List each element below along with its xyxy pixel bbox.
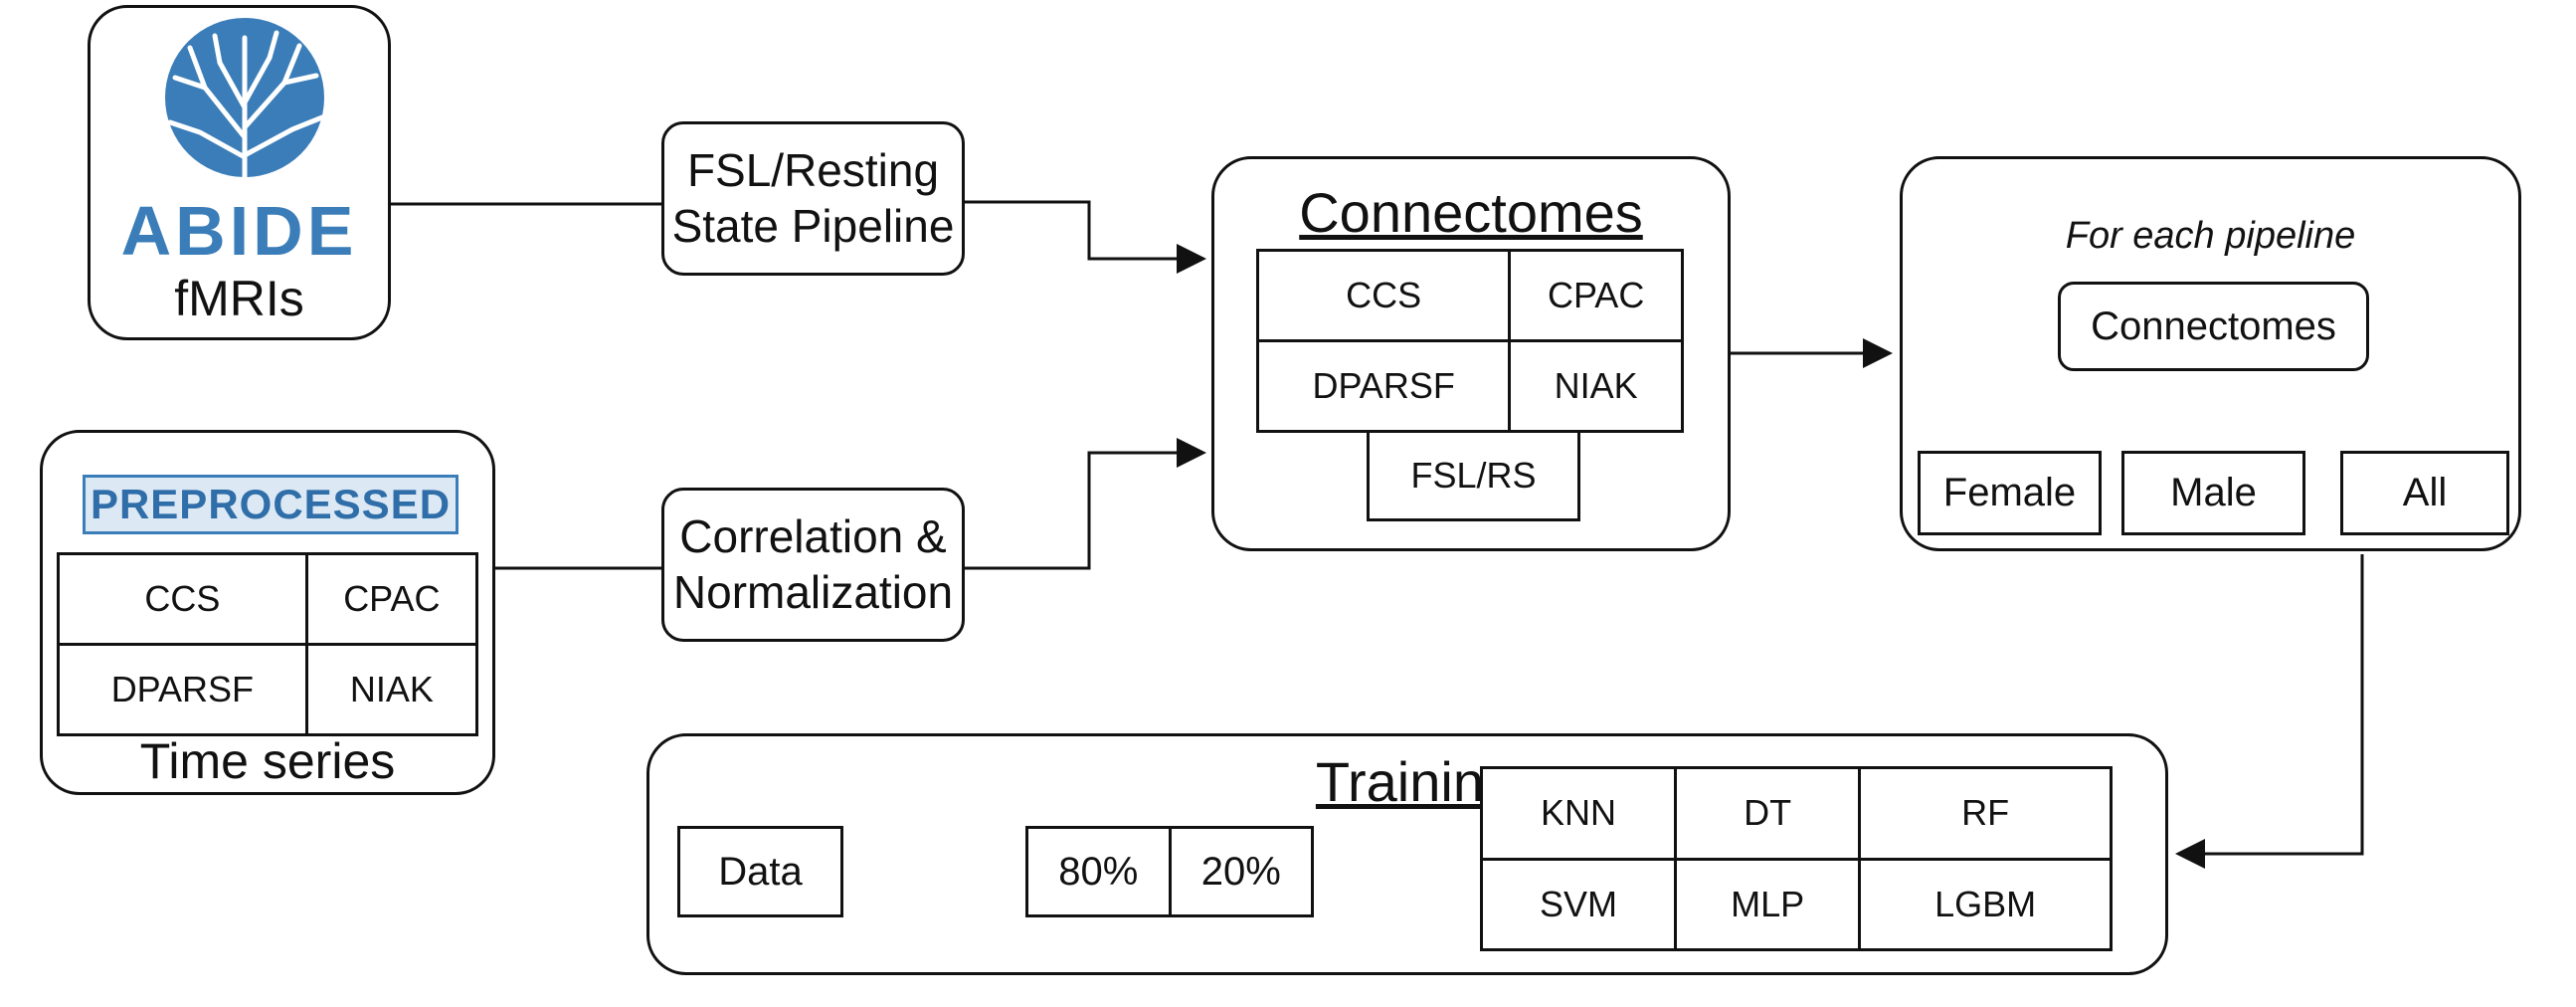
abide-tree-logo-icon [165, 18, 325, 187]
table-cell: NIAK [304, 643, 479, 736]
train-test-split-table: 80% 20% [1025, 826, 1314, 917]
pipeline-connectomes-node: Connectomes [2058, 282, 2369, 371]
fsl-step-line1: FSL/Resting [686, 144, 940, 197]
model-cell: LGBM [1858, 857, 2113, 951]
connectomes-pipeline-table: CCS CPAC DPARSF NIAK [1255, 249, 1684, 433]
abide-logo-text: ABIDE [120, 192, 358, 270]
table-cell: CPAC [1508, 249, 1684, 342]
fsl-rs-cell: FSL/RS [1367, 430, 1580, 521]
table-cell: CCS [57, 552, 308, 646]
data-node: Data [677, 826, 843, 917]
table-cell: CPAC [304, 552, 479, 646]
table-cell: DPARSF [57, 643, 308, 736]
correlation-step-line1: Correlation & [679, 510, 947, 563]
all-node: All [2340, 451, 2509, 535]
time-series-caption: Time series [139, 733, 396, 789]
per-pipeline-heading: For each pipeline [2065, 215, 2356, 257]
table-cell: DPARSF [1255, 339, 1512, 433]
fsl-step-label: FSL/Resting State Pipeline [672, 143, 955, 253]
pipeline-to-training-arrow [2175, 554, 2364, 869]
fsl-to-connectomes-arrow [965, 200, 1206, 274]
connectomes-title: Connectomes [1299, 180, 1643, 244]
per-pipeline-box: For each pipeline Connectomes Female Mal… [1900, 156, 2521, 551]
split-cell: 20% [1168, 826, 1314, 917]
female-node: Female [1918, 451, 2102, 535]
model-cell: SVM [1480, 857, 1677, 951]
split-cell: 80% [1025, 826, 1172, 917]
fsl-resting-step-box: FSL/Resting State Pipeline [661, 121, 965, 276]
fsl-step-line2: State Pipeline [671, 199, 955, 252]
training-box: Training Data 80% 20% KNN DT RF SVM MLP … [646, 733, 2168, 975]
male-node: Male [2121, 451, 2305, 535]
preprocessed-pipeline-table: CCS CPAC DPARSF NIAK [57, 552, 479, 736]
abide-fmri-box: ABIDE fMRIs [88, 5, 391, 340]
connectomes-box: Connectomes CCS CPAC DPARSF NIAK FSL/RS [1211, 156, 1731, 551]
table-cell: CCS [1255, 249, 1512, 342]
correlation-step-line2: Normalization [672, 565, 954, 618]
model-cell: KNN [1480, 766, 1677, 861]
preprocessed-stamp: PREPROCESSED [83, 475, 459, 534]
correlation-to-connectomes-arrow [965, 438, 1206, 570]
correlation-step-box: Correlation & Normalization [661, 488, 965, 642]
model-cell: DT [1673, 766, 1862, 861]
abide-caption: fMRIs [174, 271, 304, 326]
preprocessed-box: PREPROCESSED CCS CPAC DPARSF NIAK Time s… [40, 430, 495, 795]
correlation-step-label: Correlation & Normalization [673, 509, 953, 619]
model-cell: RF [1858, 766, 2113, 861]
models-table: KNN DT RF SVM MLP LGBM [1480, 766, 2113, 951]
model-cell: MLP [1673, 857, 1862, 951]
table-cell: NIAK [1508, 339, 1684, 433]
